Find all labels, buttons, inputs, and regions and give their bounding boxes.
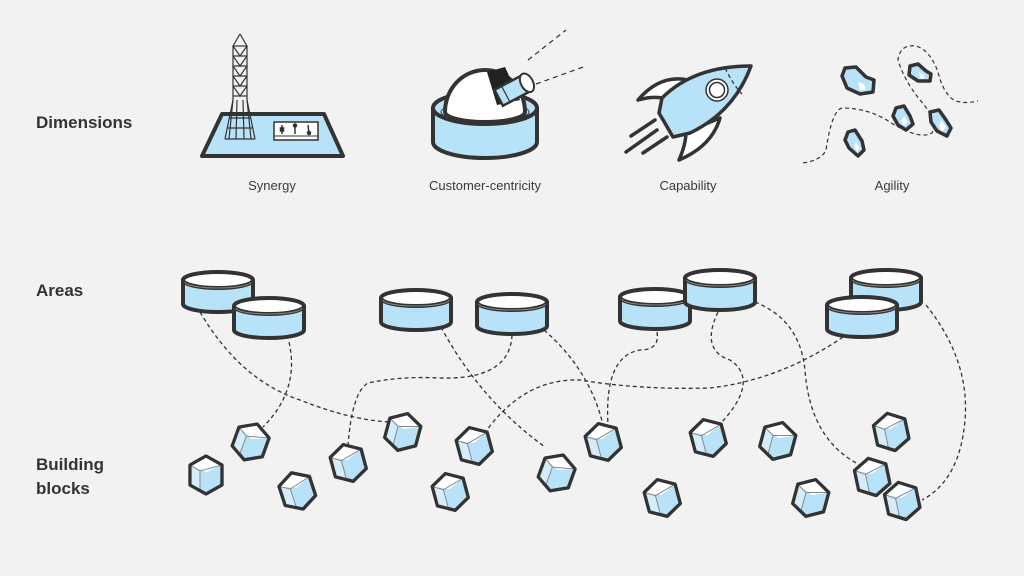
connection-line: [347, 334, 513, 447]
connection-line: [754, 301, 861, 466]
building-block-cube: [870, 408, 913, 456]
building-block-cube: [188, 454, 224, 496]
area-cylinder: [618, 287, 692, 331]
connection-line: [921, 304, 967, 501]
connection-line: [262, 341, 293, 428]
area-cylinder: [683, 268, 757, 312]
building-block-cube: [755, 416, 800, 466]
connection-line: [440, 326, 546, 448]
transmission-tower-icon: [200, 33, 345, 158]
observatory-icon: [431, 29, 587, 160]
connection-line: [606, 331, 659, 426]
building-block-cube: [581, 417, 626, 467]
connection-lines: [199, 301, 967, 501]
dimension-label-capability: Capability: [659, 178, 717, 193]
connection-line: [710, 311, 744, 423]
building-block-cube: [428, 467, 473, 517]
building-block-cube: [227, 417, 274, 467]
area-cylinder: [379, 288, 453, 332]
rocket-icon: [624, 64, 753, 162]
connection-line: [199, 311, 391, 423]
connection-line: [543, 329, 604, 426]
area-cylinder: [825, 295, 899, 339]
connection-line: [479, 336, 844, 441]
dimension-label-synergy: Synergy: [248, 178, 296, 193]
building-block-cube: [788, 473, 833, 523]
row-label-dimensions: Dimensions: [36, 113, 133, 132]
building-block-cube: [452, 421, 497, 471]
row-label-building-blocks: Building blocks: [36, 455, 104, 498]
asteroids-icon: [802, 45, 979, 164]
building-block-cube: [380, 407, 425, 457]
building-block-cube: [274, 466, 320, 516]
area-cylinder: [475, 292, 549, 336]
building-block-cube: [686, 413, 731, 463]
building-block-cube: [640, 473, 685, 523]
building-block-cube: [326, 438, 371, 488]
area-cylinder: [232, 296, 306, 340]
dimension-label-agility: Agility: [874, 178, 910, 193]
dimension-label-customer-centricity: Customer-centricity: [429, 178, 541, 193]
building-block-cube: [533, 448, 580, 498]
row-label-areas: Areas: [36, 281, 84, 300]
